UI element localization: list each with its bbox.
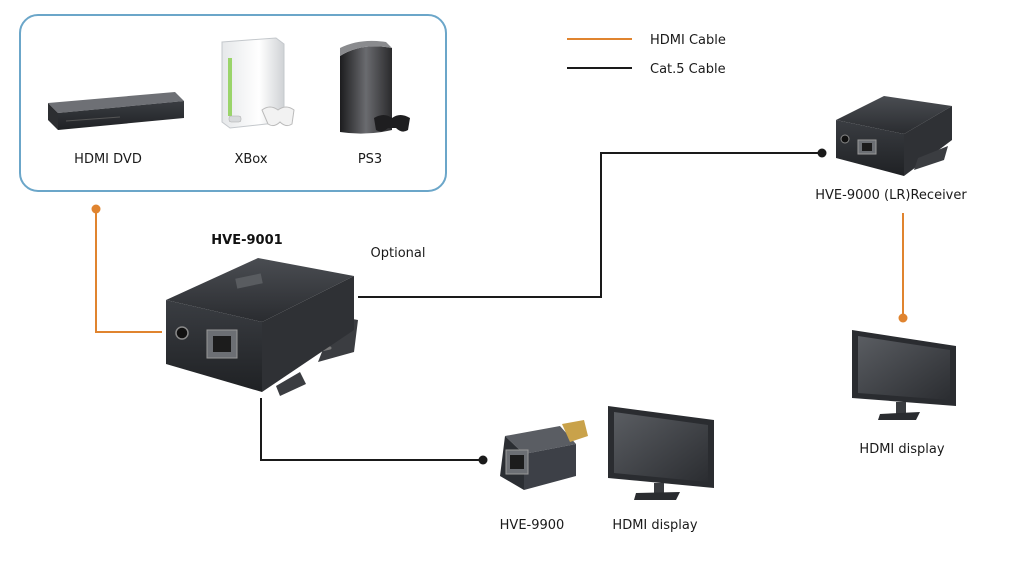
transmitter-label: HVE-9001 [211,233,282,248]
local-display-icon [608,406,714,500]
legend-cat5-label: Cat.5 Cable [650,62,726,77]
cat5-cable-receiver [358,148,827,298]
cat5-cable-adapter [260,398,488,465]
receiver-label: HVE-9000 (LR)Receiver [815,188,967,203]
adapter-label: HVE-9900 [500,518,565,533]
optional-label: Optional [371,246,426,261]
hdmi-cable-receiver [898,213,908,323]
ps3-icon [340,40,410,134]
legend-hdmi-label: HDMI Cable [650,33,726,48]
xbox-icon [221,37,295,129]
hdmi-cable-source [91,204,162,333]
dvd-label: HDMI DVD [74,152,142,167]
receiver-device-icon [836,96,952,176]
ps3-label: PS3 [358,152,382,167]
local-display-label: HDMI display [612,518,697,533]
receiver-display-label: HDMI display [859,442,944,457]
hdmi-dvd-icon [48,92,184,130]
adapter-device-icon [500,420,588,490]
legend: HDMI Cable Cat.5 Cable [567,33,726,77]
xbox-label: XBox [234,152,267,167]
receiver-display-icon [852,330,956,420]
transmitter-device-icon [166,258,358,396]
